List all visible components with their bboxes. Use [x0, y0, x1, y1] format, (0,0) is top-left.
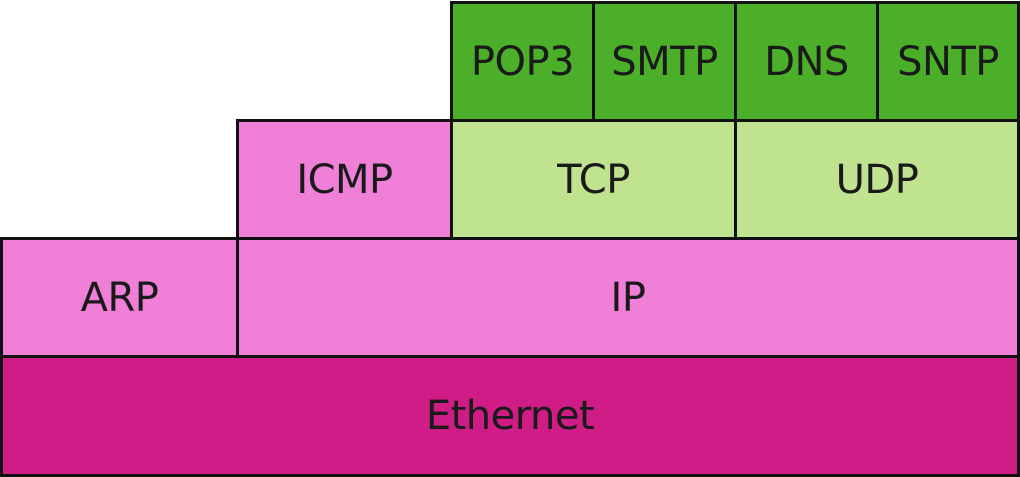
sntp-block: SNTP: [876, 1, 1020, 122]
icmp-block: ICMP: [236, 119, 453, 240]
smtp-block: SMTP: [592, 1, 737, 122]
udp-block: UDP: [734, 119, 1020, 240]
ip-label: IP: [610, 274, 646, 321]
icmp-label: ICMP: [296, 156, 393, 203]
arp-block: ARP: [0, 237, 239, 358]
ip-block: IP: [236, 237, 1020, 358]
sntp-label: SNTP: [897, 38, 999, 85]
dns-block: DNS: [734, 1, 879, 122]
dns-label: DNS: [764, 38, 849, 85]
ethernet-label: Ethernet: [425, 393, 595, 439]
smtp-label: SMTP: [611, 38, 718, 85]
tcp-label: TCP: [557, 156, 630, 203]
ethernet-block: Ethernet: [0, 355, 1020, 477]
pop3-label: POP3: [470, 38, 575, 85]
arp-label: ARP: [80, 274, 159, 321]
tcp-block: TCP: [450, 119, 737, 240]
udp-label: UDP: [835, 156, 919, 203]
pop3-block: POP3: [450, 1, 595, 122]
